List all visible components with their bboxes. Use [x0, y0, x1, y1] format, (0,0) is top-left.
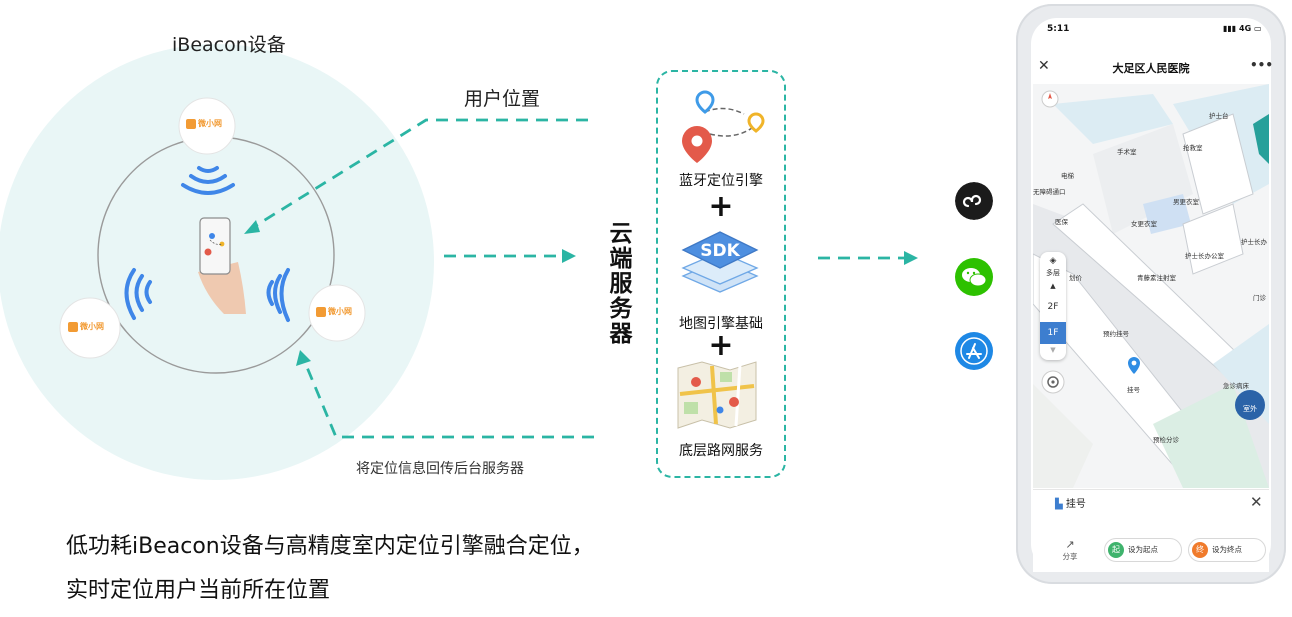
user-location-pin-icon — [1128, 357, 1140, 374]
map-label: 男更衣室 — [1173, 198, 1199, 206]
cloud-server-char: 务 — [609, 296, 633, 322]
map-label: 护士长办 — [1241, 238, 1267, 246]
cloud-server-label: 云 端 服 务 器 — [606, 222, 636, 347]
building-icon: ▙ — [1055, 499, 1063, 510]
map-label: 电梯 — [1061, 172, 1074, 180]
chevron-down-icon[interactable]: ▼ — [1050, 346, 1056, 354]
map-label: 预约挂号 — [1103, 330, 1129, 338]
beacon-brand-top: 微小网 — [186, 118, 222, 129]
map-floorplan — [1033, 84, 1269, 488]
sdk-label: SDK — [700, 241, 740, 261]
arrow-user-position — [251, 118, 588, 230]
hand-phone-icon — [198, 217, 246, 314]
user-position-label: 用户位置 — [464, 88, 541, 110]
signal-icon: ▮▮▮ — [1223, 24, 1237, 33]
location-route-icon — [682, 90, 765, 163]
arrowhead-to-apps — [904, 251, 918, 265]
miniprogram-icon[interactable] — [955, 182, 993, 220]
beacon-logo-icon — [68, 321, 78, 332]
compass-icon[interactable] — [1041, 90, 1059, 108]
map-label: 抢救室 — [1183, 144, 1203, 152]
set-end-button[interactable]: 终设为终点 — [1188, 538, 1266, 562]
outdoor-button[interactable]: 室外 — [1235, 390, 1265, 420]
battery-icon: ▭ — [1253, 24, 1262, 33]
plus-sign: + — [708, 189, 734, 224]
wechat-icon[interactable] — [955, 258, 993, 296]
arrowhead-user-position — [244, 220, 260, 234]
map-label: 护士长办公室 — [1185, 252, 1224, 260]
cloud-server-char: 服 — [609, 271, 633, 297]
map-label: 医保 — [1055, 218, 1068, 226]
bluetooth-engine-label: 蓝牙定位引擎 — [679, 173, 763, 189]
chevron-up-icon[interactable]: ▲ — [1050, 282, 1056, 290]
map-label: 手术室 — [1117, 148, 1137, 156]
summary-line-1: 低功耗iBeacon设备与高精度室内定位引擎融合定位， — [66, 534, 594, 559]
beacon-brand-left: 微小网 — [68, 321, 104, 332]
map-label: 急诊病床 — [1223, 382, 1249, 390]
plus-sign: + — [708, 328, 734, 363]
beacon-device-left — [59, 297, 121, 359]
set-start-button[interactable]: 起设为起点 — [1104, 538, 1182, 562]
summary-line-2: 实时定位用户当前所在位置 — [66, 578, 331, 603]
locate-me-icon[interactable] — [1041, 370, 1065, 394]
signal-wave-icon-right — [266, 268, 290, 322]
signal-wave-icon-top — [181, 166, 235, 195]
share-icon: ↗ — [1065, 538, 1075, 551]
map-label: 门诊 — [1253, 294, 1266, 302]
app-title: 大足区人民医院 — [1112, 62, 1190, 75]
floor-multi[interactable]: 多层 — [1046, 269, 1060, 277]
cloud-server-char: 云 — [609, 221, 633, 247]
engine-stack-box — [656, 70, 786, 478]
map-engine-label: 地图引擎基础 — [679, 316, 763, 332]
app-store-icon[interactable] — [955, 332, 993, 370]
more-icon[interactable]: ••• — [1250, 58, 1274, 72]
road-network-label: 底层路网服务 — [679, 443, 763, 459]
beacon-brand-right: 微小网 — [316, 306, 352, 317]
end-badge: 终 — [1192, 542, 1208, 558]
beacon-logo-icon — [186, 118, 196, 129]
indoor-map[interactable]: 护士台 手术室 抢救室 电梯 男更衣室 无障碍通口 女更衣室 医保 护士长办公室… — [1033, 84, 1269, 488]
beacon-device-right — [308, 284, 366, 342]
status-time: 5:11 — [1047, 24, 1070, 34]
floor-selector[interactable]: ◈ 多层 ▲ 2F 1F ▼ — [1040, 252, 1066, 360]
cloud-server-char: 端 — [609, 246, 633, 272]
layers-icon[interactable]: ◈ — [1049, 256, 1057, 266]
map-label: 预检分诊 — [1153, 436, 1179, 444]
map-label: 青藤素注射室 — [1137, 274, 1176, 282]
beacon-device-top — [178, 97, 236, 155]
close-icon[interactable]: ✕ — [1038, 58, 1050, 74]
arrow-send-back — [302, 359, 594, 439]
arrowhead-to-cloud — [562, 249, 576, 263]
poi-name: ▙ 挂号 — [1055, 499, 1086, 510]
map-label: 女更衣室 — [1131, 220, 1157, 228]
sdk-layers-icon — [681, 231, 759, 293]
floor-1f[interactable]: 1F — [1040, 322, 1066, 344]
road-map-icon — [677, 361, 757, 429]
share-button[interactable]: ↗ 分享 — [1058, 538, 1082, 562]
map-label: 无障碍通口 — [1033, 188, 1066, 196]
arrowhead-send-back — [296, 350, 311, 366]
beacon-title: iBeacon设备 — [172, 34, 286, 56]
close-card-icon[interactable]: ✕ — [1250, 493, 1263, 511]
send-back-label: 将定位信息回传后台服务器 — [356, 461, 524, 477]
beacon-logo-icon — [316, 306, 326, 317]
signal-wave-icon-left — [124, 268, 152, 320]
start-badge: 起 — [1108, 542, 1124, 558]
map-label: 护士台 — [1209, 112, 1229, 120]
status-network: ▮▮▮ 4G ▭ — [1223, 24, 1262, 33]
map-label: 划价 — [1069, 274, 1082, 282]
cloud-server-char: 器 — [609, 321, 633, 347]
floor-2f[interactable]: 2F — [1047, 302, 1059, 312]
map-label: 挂号 — [1127, 386, 1140, 394]
